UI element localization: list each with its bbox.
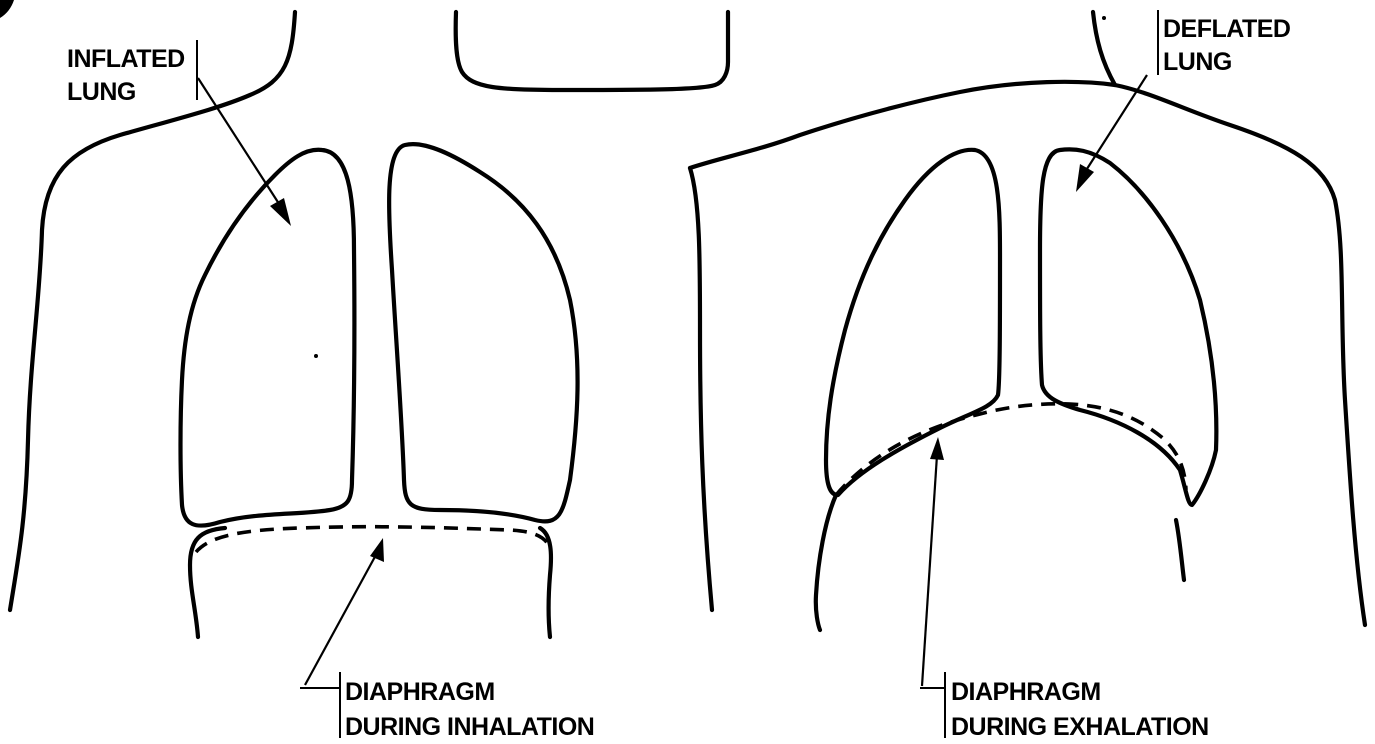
deflated-lung-label-line1: DEFLATED <box>1163 15 1290 43</box>
inhalation-diaphragm-body-right <box>540 528 551 637</box>
exhalation-diaphragm-body-left <box>816 495 836 630</box>
right-body-shoulder-line <box>690 82 1365 625</box>
exhalation-figure <box>690 12 1365 630</box>
left-body-outline-left <box>10 12 295 610</box>
exhalation-diaphragm-dashed <box>836 404 1186 495</box>
corner-blot <box>0 0 14 18</box>
exhalation-diaphragm-pointer <box>922 455 937 686</box>
right-deflated-lung <box>1040 149 1216 505</box>
inhalation-diaphragm-pointer <box>305 553 377 685</box>
right-inflated-lung-left <box>389 144 577 521</box>
deflated-lung-pointer <box>1085 75 1147 172</box>
deflated-lung-label-line2: LUNG <box>1163 48 1232 76</box>
deflated-lung-arrowhead <box>1076 164 1094 192</box>
left-deflated-lung <box>826 150 1000 495</box>
exhalation-diaphragm-arrowhead <box>930 437 944 460</box>
inhalation-diaphragm-arrowhead <box>370 538 384 562</box>
exhalation-diaphragm-body-right <box>1176 520 1184 580</box>
inflated-lung-label-line1: INFLATED <box>67 45 185 73</box>
speck-dot <box>314 354 318 358</box>
right-neck-line <box>1093 12 1115 85</box>
chest-center-line <box>690 168 712 610</box>
exhalation-label-line1: DIAPHRAGM <box>951 678 1101 706</box>
left-inflated-lung-left <box>181 150 355 526</box>
inflated-lung-arrowhead <box>270 198 291 226</box>
speck-dot-2 <box>1102 16 1106 20</box>
exhalation-label-line2: DURING EXHALATION <box>951 713 1209 741</box>
inhalation-label-line2: DURING INHALATION <box>345 713 594 741</box>
inhalation-label-line1: DIAPHRAGM <box>345 678 495 706</box>
left-body-outline-right <box>456 12 728 90</box>
inhalation-diaphragm-body-left <box>190 528 225 637</box>
pointers <box>198 75 1147 688</box>
labels: INFLATED LUNG DEFLATED LUNG DIAPHRAGM DU… <box>67 10 1290 741</box>
inhalation-diaphragm-dashed <box>196 527 548 552</box>
inflated-lung-label-line2: LUNG <box>67 78 136 106</box>
